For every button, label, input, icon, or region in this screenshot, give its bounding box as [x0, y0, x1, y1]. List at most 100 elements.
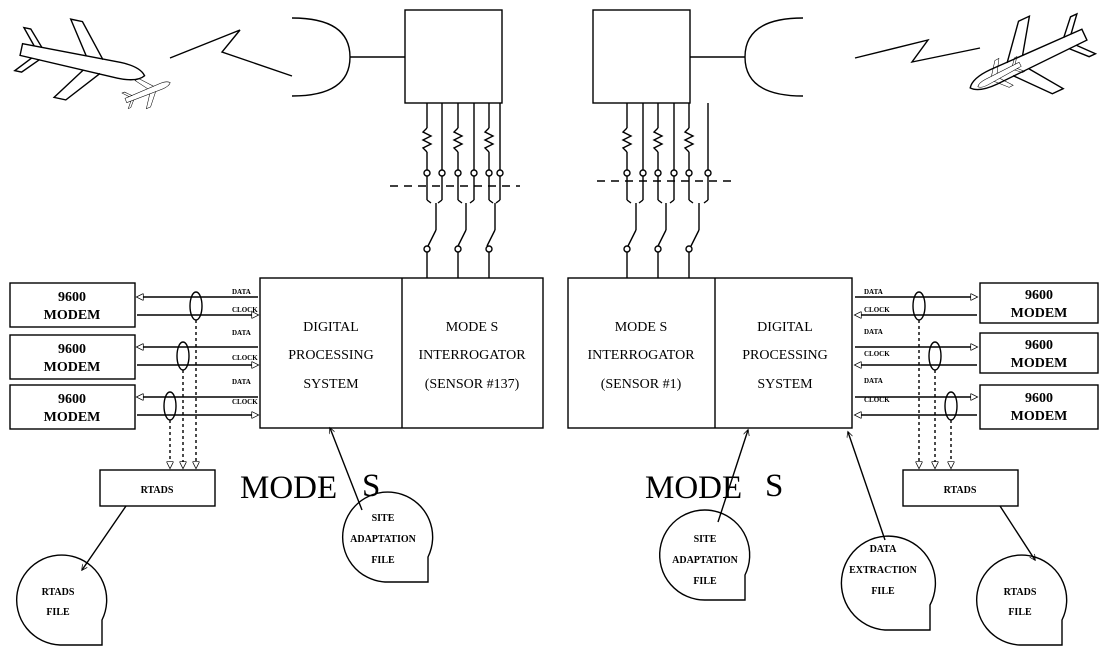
- interrogator-line1: MODE S: [615, 320, 668, 335]
- interrogator-line2: INTERROGATOR: [418, 348, 526, 363]
- dps-line2: PROCESSING: [742, 348, 828, 363]
- resistor-icon: [452, 127, 464, 153]
- clock-label: CLOCK: [232, 398, 258, 406]
- dps-line2: PROCESSING: [288, 348, 374, 363]
- rtads-file-line2: FILE: [46, 607, 70, 618]
- resistor-icon: [483, 127, 495, 153]
- right-interrogator-label: MODE S INTERROGATOR (SENSOR #1): [587, 320, 695, 392]
- clock-label: CLOCK: [232, 306, 258, 314]
- signal-zigzag: [169, 29, 293, 77]
- site-file-line1: SITE: [372, 513, 395, 524]
- extraction-file-line3: FILE: [871, 586, 895, 597]
- site-file-line3: FILE: [371, 555, 395, 566]
- extraction-file-line2: EXTRACTION: [849, 565, 918, 576]
- extraction-file-line1: DATA: [870, 544, 898, 555]
- adaptation-arrow: [330, 428, 363, 511]
- modem-line1: 9600: [1025, 288, 1053, 303]
- modem-line2: MODEM: [44, 360, 101, 375]
- transmitter-box: [592, 9, 691, 104]
- resistor-icon: [621, 127, 633, 153]
- data-label: DATA: [232, 378, 251, 386]
- airplane-icon: [121, 78, 171, 110]
- modem-line2: MODEM: [44, 410, 101, 425]
- modem-box: [979, 282, 1099, 324]
- clock-label: CLOCK: [864, 396, 890, 404]
- mode-label: MODE: [645, 470, 742, 506]
- left-dps-label: DIGITAL PROCESSING SYSTEM: [288, 320, 374, 392]
- rtads-file-line1: RTADS: [42, 587, 75, 598]
- mode-label: MODE: [240, 470, 337, 506]
- rtads-box: [99, 469, 216, 507]
- switch-icon: [427, 229, 437, 247]
- modem-box: [979, 384, 1099, 430]
- data-label: DATA: [232, 329, 251, 337]
- resistor-icon: [652, 127, 664, 153]
- modem-line1: 9600: [58, 342, 86, 357]
- left-signal-labels: DATA CLOCK DATA CLOCK DATA CLOCK: [232, 288, 258, 406]
- right-dps-label: DIGITAL PROCESSING SYSTEM: [742, 320, 828, 392]
- mode-s-label: S: [362, 468, 380, 504]
- airplane-icon: [13, 18, 146, 101]
- data-label: DATA: [864, 377, 883, 385]
- switch-icon: [657, 229, 667, 247]
- rtads-box: [902, 469, 1019, 507]
- modem-line2: MODEM: [1011, 409, 1068, 424]
- disk-file-icon: [976, 554, 1068, 646]
- dps-line1: DIGITAL: [303, 320, 359, 335]
- disk-file-icon: [342, 491, 434, 583]
- left-signal-lines: [137, 291, 258, 468]
- modem-line1: 9600: [58, 290, 86, 305]
- site-file-line3: FILE: [693, 576, 717, 587]
- modem-box: [9, 282, 136, 328]
- left-connection-lines: [390, 103, 520, 278]
- modem-box: [9, 334, 136, 380]
- rtads-to-file-arrow: [82, 505, 127, 570]
- disk-file-icon: [840, 535, 937, 631]
- signal-zigzag: [854, 38, 981, 64]
- rtads-file-line1: RTADS: [1004, 587, 1037, 598]
- interrogator-line3: (SENSOR #1): [601, 377, 682, 392]
- modem-line2: MODEM: [1011, 306, 1068, 321]
- extraction-arrow: [848, 432, 886, 541]
- dps-line3: SYSTEM: [757, 377, 813, 392]
- clock-label: CLOCK: [864, 350, 890, 358]
- switch-icon: [457, 229, 467, 247]
- resistor-icon: [683, 127, 695, 153]
- modem-box: [9, 384, 136, 430]
- clock-label: CLOCK: [864, 306, 890, 314]
- right-signal-labels: DATA CLOCK DATA CLOCK DATA CLOCK: [864, 288, 890, 404]
- switch-icon: [690, 229, 700, 247]
- site-file-line2: ADAPTATION: [672, 555, 739, 566]
- right-modem-labels: 9600 MODEM 9600 MODEM 9600 MODEM: [1011, 288, 1068, 424]
- antenna-icon: [291, 17, 351, 97]
- left-modem-labels: 9600 MODEM 9600 MODEM 9600 MODEM: [44, 290, 101, 425]
- clock-label: CLOCK: [232, 354, 258, 362]
- rtads-label: RTADS: [944, 485, 977, 496]
- interrogator-line3: (SENSOR #137): [425, 377, 520, 392]
- modem-line2: MODEM: [1011, 356, 1068, 371]
- right-signal-lines: [855, 291, 977, 468]
- interrogator-line2: INTERROGATOR: [587, 348, 695, 363]
- resistor-icon: [421, 127, 433, 153]
- interrogator-line1: MODE S: [446, 320, 499, 335]
- rtads-label: RTADS: [141, 485, 174, 496]
- data-label: DATA: [864, 328, 883, 336]
- airplane-icon: [977, 56, 1026, 88]
- dps-line3: SYSTEM: [303, 377, 359, 392]
- site-file-line1: SITE: [694, 534, 717, 545]
- right-sensor-system-box: [567, 277, 853, 429]
- right-connection-lines: [597, 103, 735, 278]
- transmitter-box: [404, 9, 503, 104]
- rtads-file-line2: FILE: [1008, 607, 1032, 618]
- data-label: DATA: [864, 288, 883, 296]
- modem-box: [979, 332, 1099, 374]
- rtads-to-file-arrow: [999, 505, 1035, 560]
- disk-file-icon: [659, 509, 751, 601]
- data-label: DATA: [232, 288, 251, 296]
- mode-s-label: S: [765, 468, 783, 504]
- disk-file-icon: [16, 554, 108, 646]
- left-interrogator-label: MODE S INTERROGATOR (SENSOR #137): [418, 320, 526, 392]
- site-file-line2: ADAPTATION: [350, 534, 417, 545]
- adaptation-arrow: [717, 430, 748, 523]
